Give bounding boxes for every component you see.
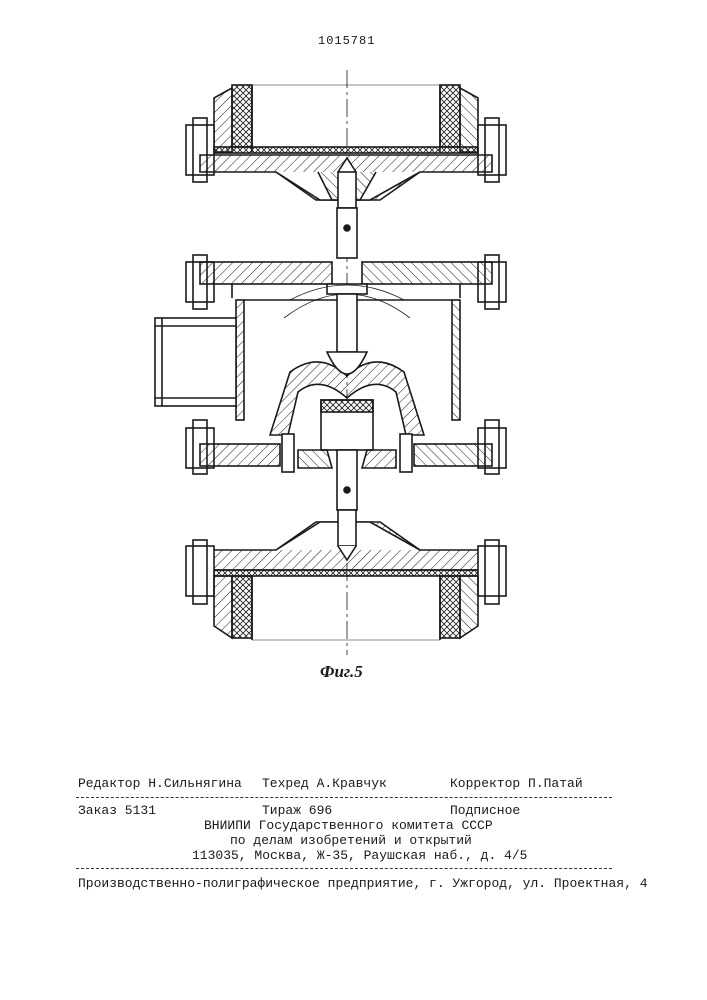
org-line-2: по делам изобретений и открытий [230,833,472,848]
patent-number: 1015781 [318,34,375,48]
printer-line: Производственно-полиграфическое предприя… [78,876,648,891]
corrector-credit: Корректор П.Патай [450,776,583,791]
circulation: Тираж 696 [262,803,332,818]
stem-upper [337,208,357,258]
divider-rule [76,868,612,869]
techred-credit: Техред А.Кравчук [262,776,387,791]
order-number: Заказ 5131 [78,803,156,818]
figure-caption: Фиг.5 [320,662,363,682]
bottom-flange-assembly [186,510,506,640]
divider-rule [76,797,612,798]
editor-credit: Редактор Н.Сильнягина [78,776,242,791]
valve-body [155,294,460,450]
address-line: 113035, Москва, Ж-35, Раушская наб., д. … [192,848,527,863]
top-flange-assembly [186,85,506,208]
subscription-note: Подписное [450,803,520,818]
org-line-1: ВНИИПИ Государственного комитета СССР [204,818,493,833]
technical-drawing [0,60,707,700]
